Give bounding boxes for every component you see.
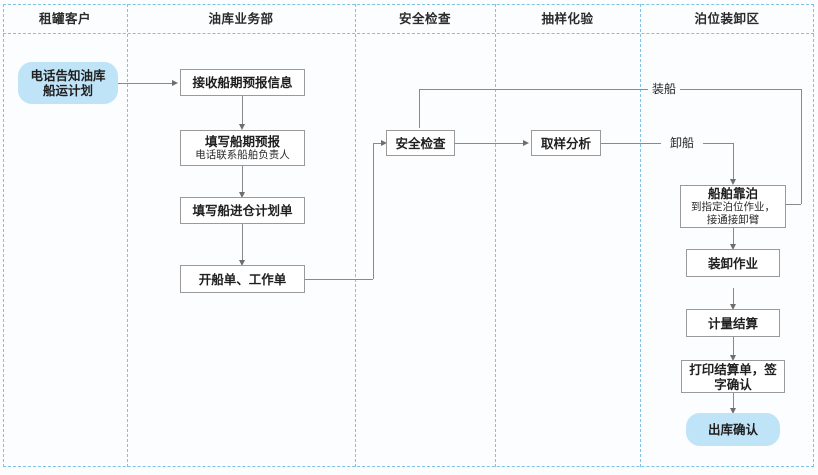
arrowhead-forecast-in — [238, 124, 245, 130]
edge-workorder-up — [373, 143, 374, 279]
node-safety-check-title: 安全检查 — [395, 135, 446, 151]
node-work-order[interactable]: 开船单、工作单 — [180, 265, 305, 293]
node-out-confirm[interactable]: 出库确认 — [686, 413, 780, 446]
edge-load-down — [801, 89, 802, 204]
edge-safety-to-sample — [455, 143, 523, 144]
edge-unload-right-b — [703, 143, 733, 144]
node-safety-check[interactable]: 安全检查 — [386, 130, 455, 156]
arrowhead-berth-in-top — [729, 179, 736, 185]
node-sample-test[interactable]: 取样分析 — [531, 130, 601, 156]
arrowhead-safety-in — [381, 139, 387, 146]
edge-label-unload-ship: 卸船 — [666, 136, 699, 150]
node-berthing-sub: 到指定泊位作业， — [691, 201, 775, 213]
node-fill-plan-title: 填写船进仓计划单 — [192, 203, 293, 218]
edge-unload-right-a — [601, 143, 661, 144]
node-fill-forecast-title: 填写船期预报 — [204, 134, 280, 149]
arrowhead-plan-in — [238, 192, 245, 198]
node-out-confirm-title: 出库确认 — [707, 422, 758, 437]
edge-load-up — [419, 89, 420, 128]
edge-plan-to-workorder — [242, 224, 243, 260]
edge-berth-to-operation — [733, 228, 734, 244]
edge-phone-to-receive — [118, 83, 172, 84]
arrowhead-metering-in — [729, 304, 736, 310]
lane-divider-4 — [640, 4, 641, 467]
lane-divider-3 — [495, 4, 496, 467]
edge-print-to-out — [733, 392, 734, 408]
lane-header-business: 油库业务部 — [208, 11, 274, 26]
edge-workorder-right — [305, 279, 373, 280]
arrowhead-receive-in — [172, 79, 178, 86]
node-sample-test-title: 取样分析 — [540, 135, 591, 151]
node-metering[interactable]: 计量结算 — [686, 309, 780, 337]
node-work-order-title: 开船单、工作单 — [198, 271, 287, 287]
node-fill-forecast-sub: 电话联系船舶负责人 — [195, 149, 290, 161]
lane-header-berth: 泊位装卸区 — [694, 11, 760, 26]
lane-header-sampling: 抽样化验 — [541, 11, 594, 26]
edge-operation-to-metering — [733, 288, 734, 304]
edge-receive-to-forecast — [242, 96, 243, 124]
node-receive-notice-title: 接收船期预报信息 — [192, 75, 293, 90]
arrowhead-out-in — [729, 408, 736, 414]
edge-into-safety — [373, 143, 381, 144]
edge-forecast-to-plan — [242, 166, 243, 192]
edge-unload-down — [733, 143, 734, 179]
node-print-settle-line1: 打印结算单，签 — [689, 361, 777, 377]
node-metering-title: 计量结算 — [707, 315, 758, 331]
node-berthing-sub2: 接通接卸臂 — [706, 214, 760, 226]
edge-load-right — [419, 89, 801, 90]
arrowhead-print-in — [729, 355, 736, 361]
lane-divider-2 — [355, 4, 356, 467]
lane-header-safety: 安全检查 — [398, 11, 451, 26]
node-phone-notice-line2: 船运计划 — [42, 83, 93, 98]
node-fill-plan[interactable]: 填写船进仓计划单 — [180, 197, 305, 224]
node-print-settle[interactable]: 打印结算单，签 字确认 — [681, 360, 785, 393]
lane-header-customer: 租罐客户 — [38, 11, 91, 26]
node-receive-notice[interactable]: 接收船期预报信息 — [180, 69, 305, 96]
node-berthing[interactable]: 船舶靠泊 到指定泊位作业， 接通接卸臂 — [680, 185, 786, 228]
arrowhead-sample-in — [523, 139, 529, 146]
arrowhead-operation-in — [729, 244, 736, 250]
node-phone-notice-line1: 电话告知油库 — [30, 68, 106, 83]
edge-label-load-ship: 装船 — [648, 82, 681, 96]
node-load-unload[interactable]: 装卸作业 — [686, 249, 780, 277]
node-load-unload-title: 装卸作业 — [707, 255, 758, 271]
edge-metering-to-print — [733, 337, 734, 355]
node-berthing-title: 船舶靠泊 — [707, 186, 758, 201]
node-fill-forecast[interactable]: 填写船期预报 电话联系船舶负责人 — [180, 130, 305, 166]
lane-divider-1 — [127, 4, 128, 467]
node-phone-notice[interactable]: 电话告知油库 船运计划 — [18, 62, 118, 104]
swimlane-frame — [3, 4, 814, 467]
node-print-settle-line2: 字确认 — [714, 376, 752, 392]
swimlane-header-rule — [3, 33, 814, 34]
arrowhead-workorder-in — [238, 260, 245, 266]
